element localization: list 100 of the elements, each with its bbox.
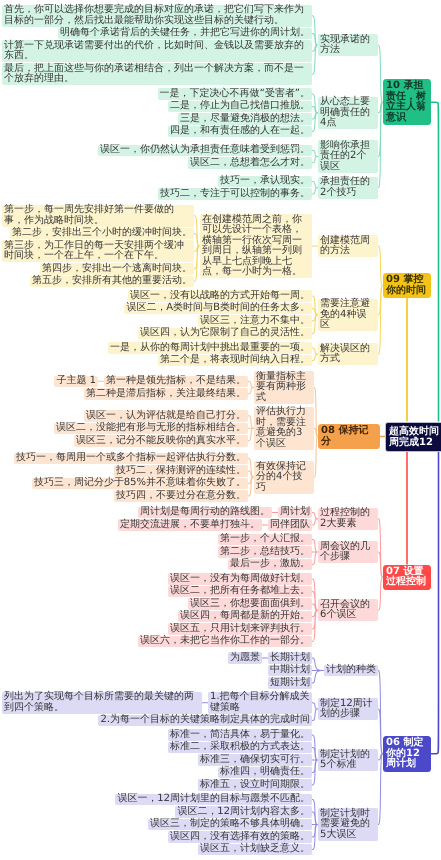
- subtopic: 创建模范周的方法: [318, 235, 378, 257]
- detail-topic: 计算一下兑现承诺需要付出的代价，比如时间、金钱以及需要放弃的东西。: [2, 40, 312, 62]
- main-topic: 06 制定你的12周计划: [383, 736, 431, 772]
- subtopic: 影响你承担责任的2个误区: [318, 140, 378, 173]
- detail-topic: 四是，和有责任感的人在一起。: [168, 126, 312, 138]
- detail-topic: 定期交流进展，不要单打独斗。: [118, 519, 262, 531]
- connector-line: [312, 539, 318, 552]
- connector-line: [194, 215, 200, 246]
- connector-line: [312, 747, 318, 760]
- detail-topic: 一是，下定决心不再做“受害者”。: [158, 88, 312, 100]
- connector-line: [314, 428, 318, 437]
- connector-line: [248, 476, 254, 496]
- connector-line: [312, 760, 318, 773]
- detail-topic: 长期计划: [268, 652, 312, 664]
- detail-topic: 标准二，采取积极的方式表达。: [168, 742, 312, 754]
- connector-line: [312, 518, 318, 526]
- connector-line: [202, 702, 208, 704]
- connector-line: [314, 387, 318, 437]
- connector-line: [312, 348, 318, 355]
- detail-topic: 误区二，A类时间与B类时间的任务太多。: [124, 302, 312, 314]
- detail-topic: 误区五，计划缺乏意义。: [198, 844, 312, 856]
- connector-line: [312, 812, 318, 825]
- detail-topic: 误区三，制定的策略不够具体明确。: [148, 818, 312, 830]
- connector-line: [194, 246, 200, 252]
- connector-line: [312, 112, 318, 120]
- connector-line: [312, 296, 318, 316]
- detail-topic: 误区四，认为它限制了自己的灵活性。: [138, 328, 312, 340]
- detail-topic: 第三步，为工作日的每一天安排两个缓冲时间块，一个在上午，一个在下午。: [2, 240, 194, 262]
- detail-topic: 技巧三，周记分少于85%并不意味着你失败了。: [32, 478, 248, 490]
- detail-topic: 技巧一，每周用一个或多个指标一起评估执行分数。: [14, 452, 248, 464]
- subtopic: 衡量指标主要有两种形式: [254, 371, 314, 404]
- connector-line: [312, 187, 318, 194]
- connector-line: [378, 552, 384, 578]
- detail-topic: 周计划: [278, 506, 312, 518]
- connector-line: [378, 753, 384, 825]
- detail-topic: 在创建模范周之前，你可以先设计一个表格，横轴第一行依次写周一到周日，纵轴第一列则从早上七点到晚上七点，每一小时为一格。: [200, 214, 312, 278]
- detail-topic: 1.把每个目标分解成关键策略: [208, 692, 312, 714]
- detail-topic: 为愿景: [228, 652, 262, 664]
- connector-line: [378, 670, 384, 754]
- connector-line: [378, 285, 384, 316]
- detail-topic: 子主题 1: [54, 376, 98, 387]
- connector-line: [312, 610, 318, 642]
- detail-topic: 误区二，12周计划内容太多。: [175, 806, 312, 818]
- detail-topic: 标准五，设立时间期限。: [198, 779, 312, 791]
- detail-topic: 误区一，12周计划里的目标与愿景不匹配。: [115, 794, 312, 806]
- subtopic: 制定计划时需要避免的5大误区: [318, 808, 378, 841]
- detail-topic: 标准一，简洁具体，易于量化。: [168, 729, 312, 741]
- detail-topic: 误区三，注意力不集中。: [198, 315, 312, 327]
- connector-line: [378, 576, 384, 611]
- connector-line: [312, 150, 318, 157]
- subtopic: 评估执行力时，需要注意避免的3个误区: [254, 406, 314, 450]
- detail-topic: 第四步，安排出一个逃离时间块。: [40, 263, 194, 275]
- detail-topic: 第二个是，将表现时间纳入日程。: [158, 354, 312, 366]
- detail-topic: 误区三，记分不能反映你的真实水平。: [74, 435, 248, 446]
- detail-topic: 首先，你可以选择你想要完成的目标对应的承诺，把它们写下来作为目标的一部分，然后找出最能帮助你实现这些目标的关键行动。: [2, 4, 312, 27]
- detail-topic: 技巧四，不要过分在意分数。: [114, 490, 248, 502]
- detail-topic: 2.为每一个目标的关键策略制定具体的完成时间: [98, 714, 312, 726]
- connector-line: [312, 824, 318, 838]
- connector-line: [312, 824, 318, 850]
- subtopic: 周会议的几个步骤: [318, 541, 378, 563]
- subtopic: 制定计划的5个标准: [318, 749, 378, 771]
- connector-line: [312, 610, 318, 630]
- connector-line: [312, 354, 318, 361]
- connector-line: [430, 101, 440, 422]
- subtopic: 实现承诺的方法: [318, 34, 378, 56]
- detail-topic: 误区一，你仍然认为承担责任意味着受到惩罚。: [98, 144, 312, 156]
- connector-line: [98, 380, 104, 382]
- detail-topic: 误区二，总想着怎么才对。: [188, 157, 312, 168]
- connector-line: [272, 512, 278, 513]
- connector-line: [312, 552, 318, 565]
- connector-line: [312, 591, 318, 611]
- main-topic: 07 设置过程控制: [383, 564, 431, 590]
- connector-line: [194, 246, 200, 270]
- connector-line: [314, 436, 318, 478]
- connector-line: [248, 415, 254, 429]
- detail-topic: 最后一步，激励。: [228, 558, 312, 570]
- detail-topic: 标准四，明确责任。: [218, 766, 312, 778]
- detail-topic: 标准三，确保切实可行。: [198, 754, 312, 766]
- connector-line: [312, 578, 318, 611]
- connector-line: [312, 610, 318, 617]
- main-topic: 09 掌控你的时间: [383, 273, 431, 298]
- subtopic: 从心态上要明确责任的4点: [318, 96, 378, 129]
- detail-topic: 误区一，认为评估就是给自己打分。: [84, 410, 248, 422]
- connector-line: [312, 670, 324, 684]
- detail-topic: 第二种是滞后指标，关注最终结果。: [84, 388, 248, 400]
- detail-topic: 二是，停止为自己找借口推脱。: [168, 100, 312, 112]
- connector-line: [248, 387, 254, 394]
- connector-line: [312, 799, 318, 825]
- detail-topic: 误区二，把所有任务都堆上去。: [168, 586, 312, 598]
- subtopic: 计划的种类: [324, 664, 378, 676]
- subtopic: 制定12周计划的步骤: [318, 698, 378, 720]
- detail-topic: 同伴团队: [268, 519, 312, 531]
- connector-line: [312, 181, 318, 188]
- connector-line: [248, 458, 254, 478]
- connector-line: [312, 708, 318, 721]
- detail-topic: 明确每个承诺背后的关键任务，并把它写进你的周计划。: [58, 28, 312, 40]
- detail-topic: 误区一，没有以战略的方式开始每一周。: [128, 290, 312, 302]
- subtopic: 承担责任的2个技巧: [318, 176, 378, 199]
- connector-line: [312, 760, 318, 786]
- connector-line: [380, 436, 386, 438]
